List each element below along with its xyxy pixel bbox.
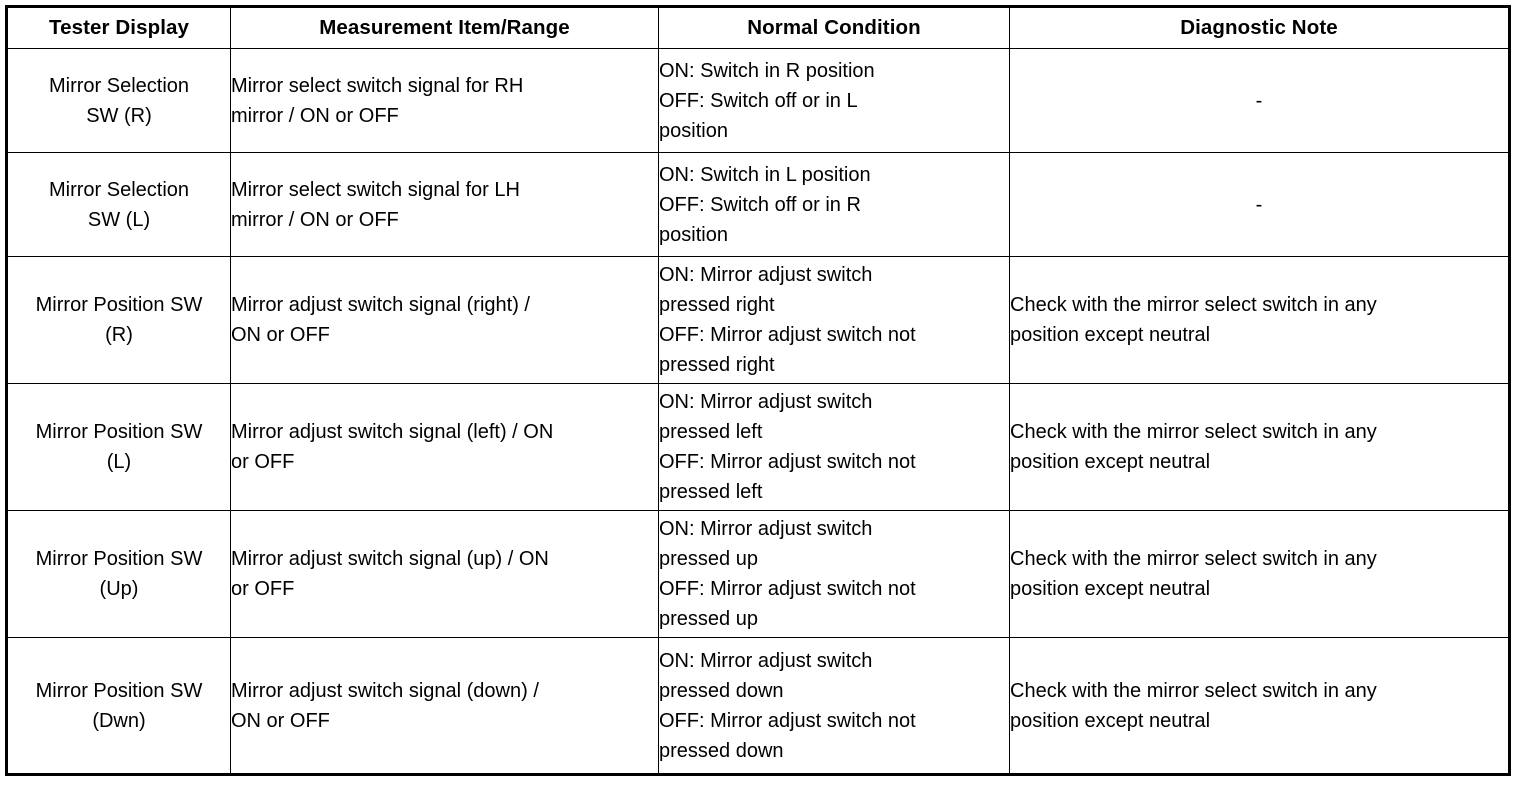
cell-diagnostic-note: Check with the mirror select switch in a… [1009,510,1510,638]
cell-measurement-item-range: Mirror adjust switch signal (down) / ON … [230,637,659,775]
cell-diagnostic-note: - [1009,48,1510,153]
cell-diagnostic-note: - [1009,152,1510,257]
cell-measurement-item-range: Mirror adjust switch signal (right) / ON… [230,256,659,384]
cell-measurement-item-range: Mirror select switch signal for RH mirro… [230,48,659,153]
column-header-tester-display: Tester Display [6,6,231,49]
cell-measurement-item-range: Mirror select switch signal for LH mirro… [230,152,659,257]
cell-normal-condition: ON: Mirror adjust switch pressed up OFF:… [658,510,1010,638]
cell-tester-display: Mirror Selection SW (L) [6,152,231,257]
table-row: Mirror Selection SW (L) Mirror select sw… [6,152,1510,257]
cell-diagnostic-note: Check with the mirror select switch in a… [1009,256,1510,384]
cell-normal-condition: ON: Switch in R position OFF: Switch off… [658,48,1010,153]
cell-measurement-item-range: Mirror adjust switch signal (left) / ON … [230,383,659,511]
cell-normal-condition: ON: Mirror adjust switch pressed right O… [658,256,1010,384]
cell-diagnostic-note: Check with the mirror select switch in a… [1009,637,1510,775]
column-header-normal-condition: Normal Condition [658,6,1010,49]
table-body: Mirror Selection SW (R) Mirror select sw… [6,48,1510,775]
cell-tester-display: Mirror Position SW (Up) [6,510,231,638]
cell-tester-display: Mirror Position SW (R) [6,256,231,384]
cell-measurement-item-range: Mirror adjust switch signal (up) / ON or… [230,510,659,638]
cell-normal-condition: ON: Switch in L position OFF: Switch off… [658,152,1010,257]
table-row: Mirror Selection SW (R) Mirror select sw… [6,48,1510,153]
cell-diagnostic-note: Check with the mirror select switch in a… [1009,383,1510,511]
table-row: Mirror Position SW (R) Mirror adjust swi… [6,256,1510,384]
cell-tester-display: Mirror Position SW (L) [6,383,231,511]
table-row: Mirror Position SW (Up) Mirror adjust sw… [6,510,1510,638]
cell-normal-condition: ON: Mirror adjust switch pressed left OF… [658,383,1010,511]
cell-normal-condition: ON: Mirror adjust switch pressed down OF… [658,637,1010,775]
column-header-measurement-item-range: Measurement Item/Range [230,6,659,49]
table-header-row: Tester Display Measurement Item/Range No… [6,6,1510,49]
cell-tester-display: Mirror Position SW (Dwn) [6,637,231,775]
cell-tester-display: Mirror Selection SW (R) [6,48,231,153]
table-header: Tester Display Measurement Item/Range No… [6,6,1510,49]
table-row: Mirror Position SW (Dwn) Mirror adjust s… [6,637,1510,775]
column-header-diagnostic-note: Diagnostic Note [1009,6,1510,49]
table-row: Mirror Position SW (L) Mirror adjust swi… [6,383,1510,511]
diagnostic-data-table: Tester Display Measurement Item/Range No… [5,5,1511,776]
